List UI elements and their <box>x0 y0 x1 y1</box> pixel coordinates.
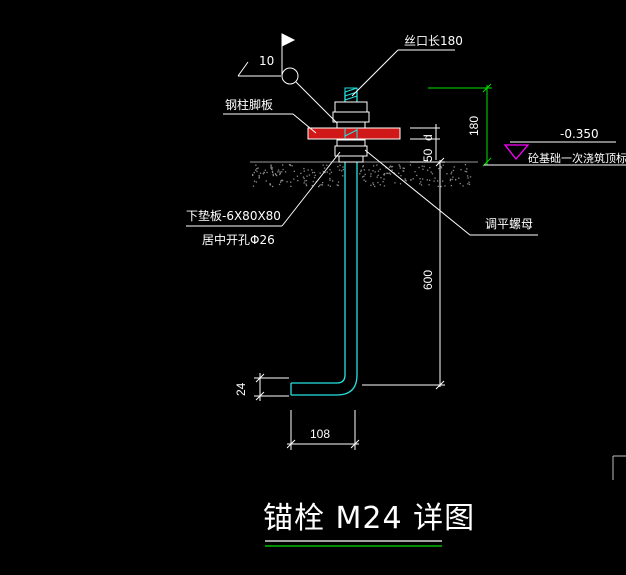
embed-depth-dimension: 600 <box>421 270 435 290</box>
title-underline <box>265 540 442 547</box>
hook-height-dimension: 24 <box>234 382 248 396</box>
lower-washer-label-line2: 居中开孔Φ26 <box>202 232 275 247</box>
steel-base-plate <box>307 127 401 140</box>
hook-length-dimension-lines <box>286 410 360 450</box>
hook-height-dimension-lines <box>254 373 289 401</box>
dimension-chain-right <box>428 83 492 167</box>
flag-number: 10 <box>259 54 274 68</box>
thread-length-label: 丝口长180 <box>404 34 463 48</box>
elevation-value: -0.350 <box>560 127 599 141</box>
weld-flag-symbol <box>237 33 338 124</box>
embed-dimension-line <box>362 157 445 390</box>
gap-dimension: 50 <box>421 148 435 162</box>
leveling-nut-leader <box>364 149 538 236</box>
elevation-marker <box>484 141 626 166</box>
leveling-nut-shape <box>334 139 368 163</box>
thread-length-leader <box>351 49 455 97</box>
base-plate-hole <box>344 128 358 139</box>
plate-dimension <box>410 124 440 160</box>
base-plate-label: 钢柱脚板 <box>225 97 273 112</box>
hook-length-dimension: 108 <box>310 427 330 441</box>
base-plate-leader <box>223 113 317 134</box>
corner-mark <box>612 455 626 480</box>
leveling-nut-label: 调平螺母 <box>485 217 533 231</box>
drawing-title: 锚栓 M24 详图 <box>263 501 475 536</box>
bolt-thread-hatch <box>344 87 358 103</box>
plate-thickness-label: d <box>421 134 435 141</box>
thread-dimension: 180 <box>467 116 481 136</box>
lower-washer-label-line1: 下垫板-6X80X80 <box>186 208 281 223</box>
lower-washer-leader <box>186 151 341 227</box>
upper-nut <box>332 101 370 129</box>
first-pour-label-line1: 砼基础一次浇筑顶标高 <box>528 151 626 165</box>
